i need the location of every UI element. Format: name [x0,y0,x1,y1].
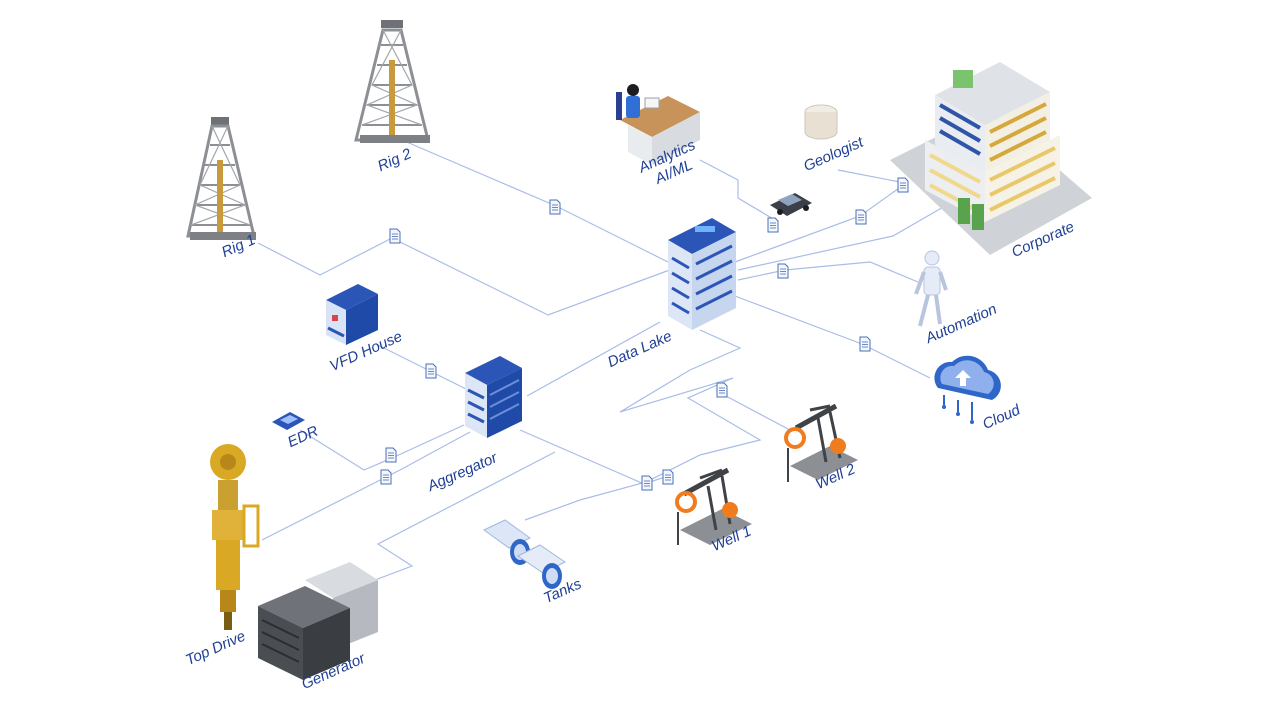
connector-corporate-2 [737,205,946,271]
connector-geologist [837,169,901,183]
pumpjack-icon-well2 [784,403,858,482]
connector-analytics [699,159,776,221]
connector-rig2 [401,139,669,263]
storage-tank-icon [804,104,838,140]
rig1-tower [186,117,256,240]
document-icon [897,177,909,193]
document-icon [389,228,401,244]
chip-icon [272,412,305,430]
robot-icon [914,250,948,327]
rig2-tower [354,20,430,143]
connector-cloud [734,295,931,379]
connector-automation [737,261,919,283]
tank-cylinders-icon [483,519,566,589]
connector-corporate-1 [734,185,903,263]
pumpjack-icon-well1 [675,467,752,545]
generator-icon [258,562,378,680]
document-icon [716,382,728,398]
aggregator-server [465,356,522,438]
data-lake-server [668,218,736,330]
document-icon [380,469,392,485]
document-icon [662,469,674,485]
document-icon [767,217,779,233]
document-icon [549,199,561,215]
document-icon [859,336,871,352]
document-icon [855,209,867,225]
connector-tanks [524,329,762,521]
document-icon [777,263,789,279]
analyst-desk-icon [616,84,700,165]
data-packets [380,177,909,491]
connector-vfd [377,344,469,391]
cloud-icon [934,355,1001,424]
document-icon [425,363,437,379]
connector-rig1 [257,237,676,316]
document-icon [385,447,397,463]
vfd-cabinet-icon [326,284,378,345]
top-drive-icon [210,444,260,630]
connector-generator [374,451,556,581]
document-icon [641,475,653,491]
office-building-icon [890,62,1092,255]
car-icon [770,193,812,216]
connector-edr [299,424,465,471]
connector-well2 [723,394,791,431]
connector-aggregator-datalake [526,321,661,397]
connector-topdrive [261,431,471,541]
